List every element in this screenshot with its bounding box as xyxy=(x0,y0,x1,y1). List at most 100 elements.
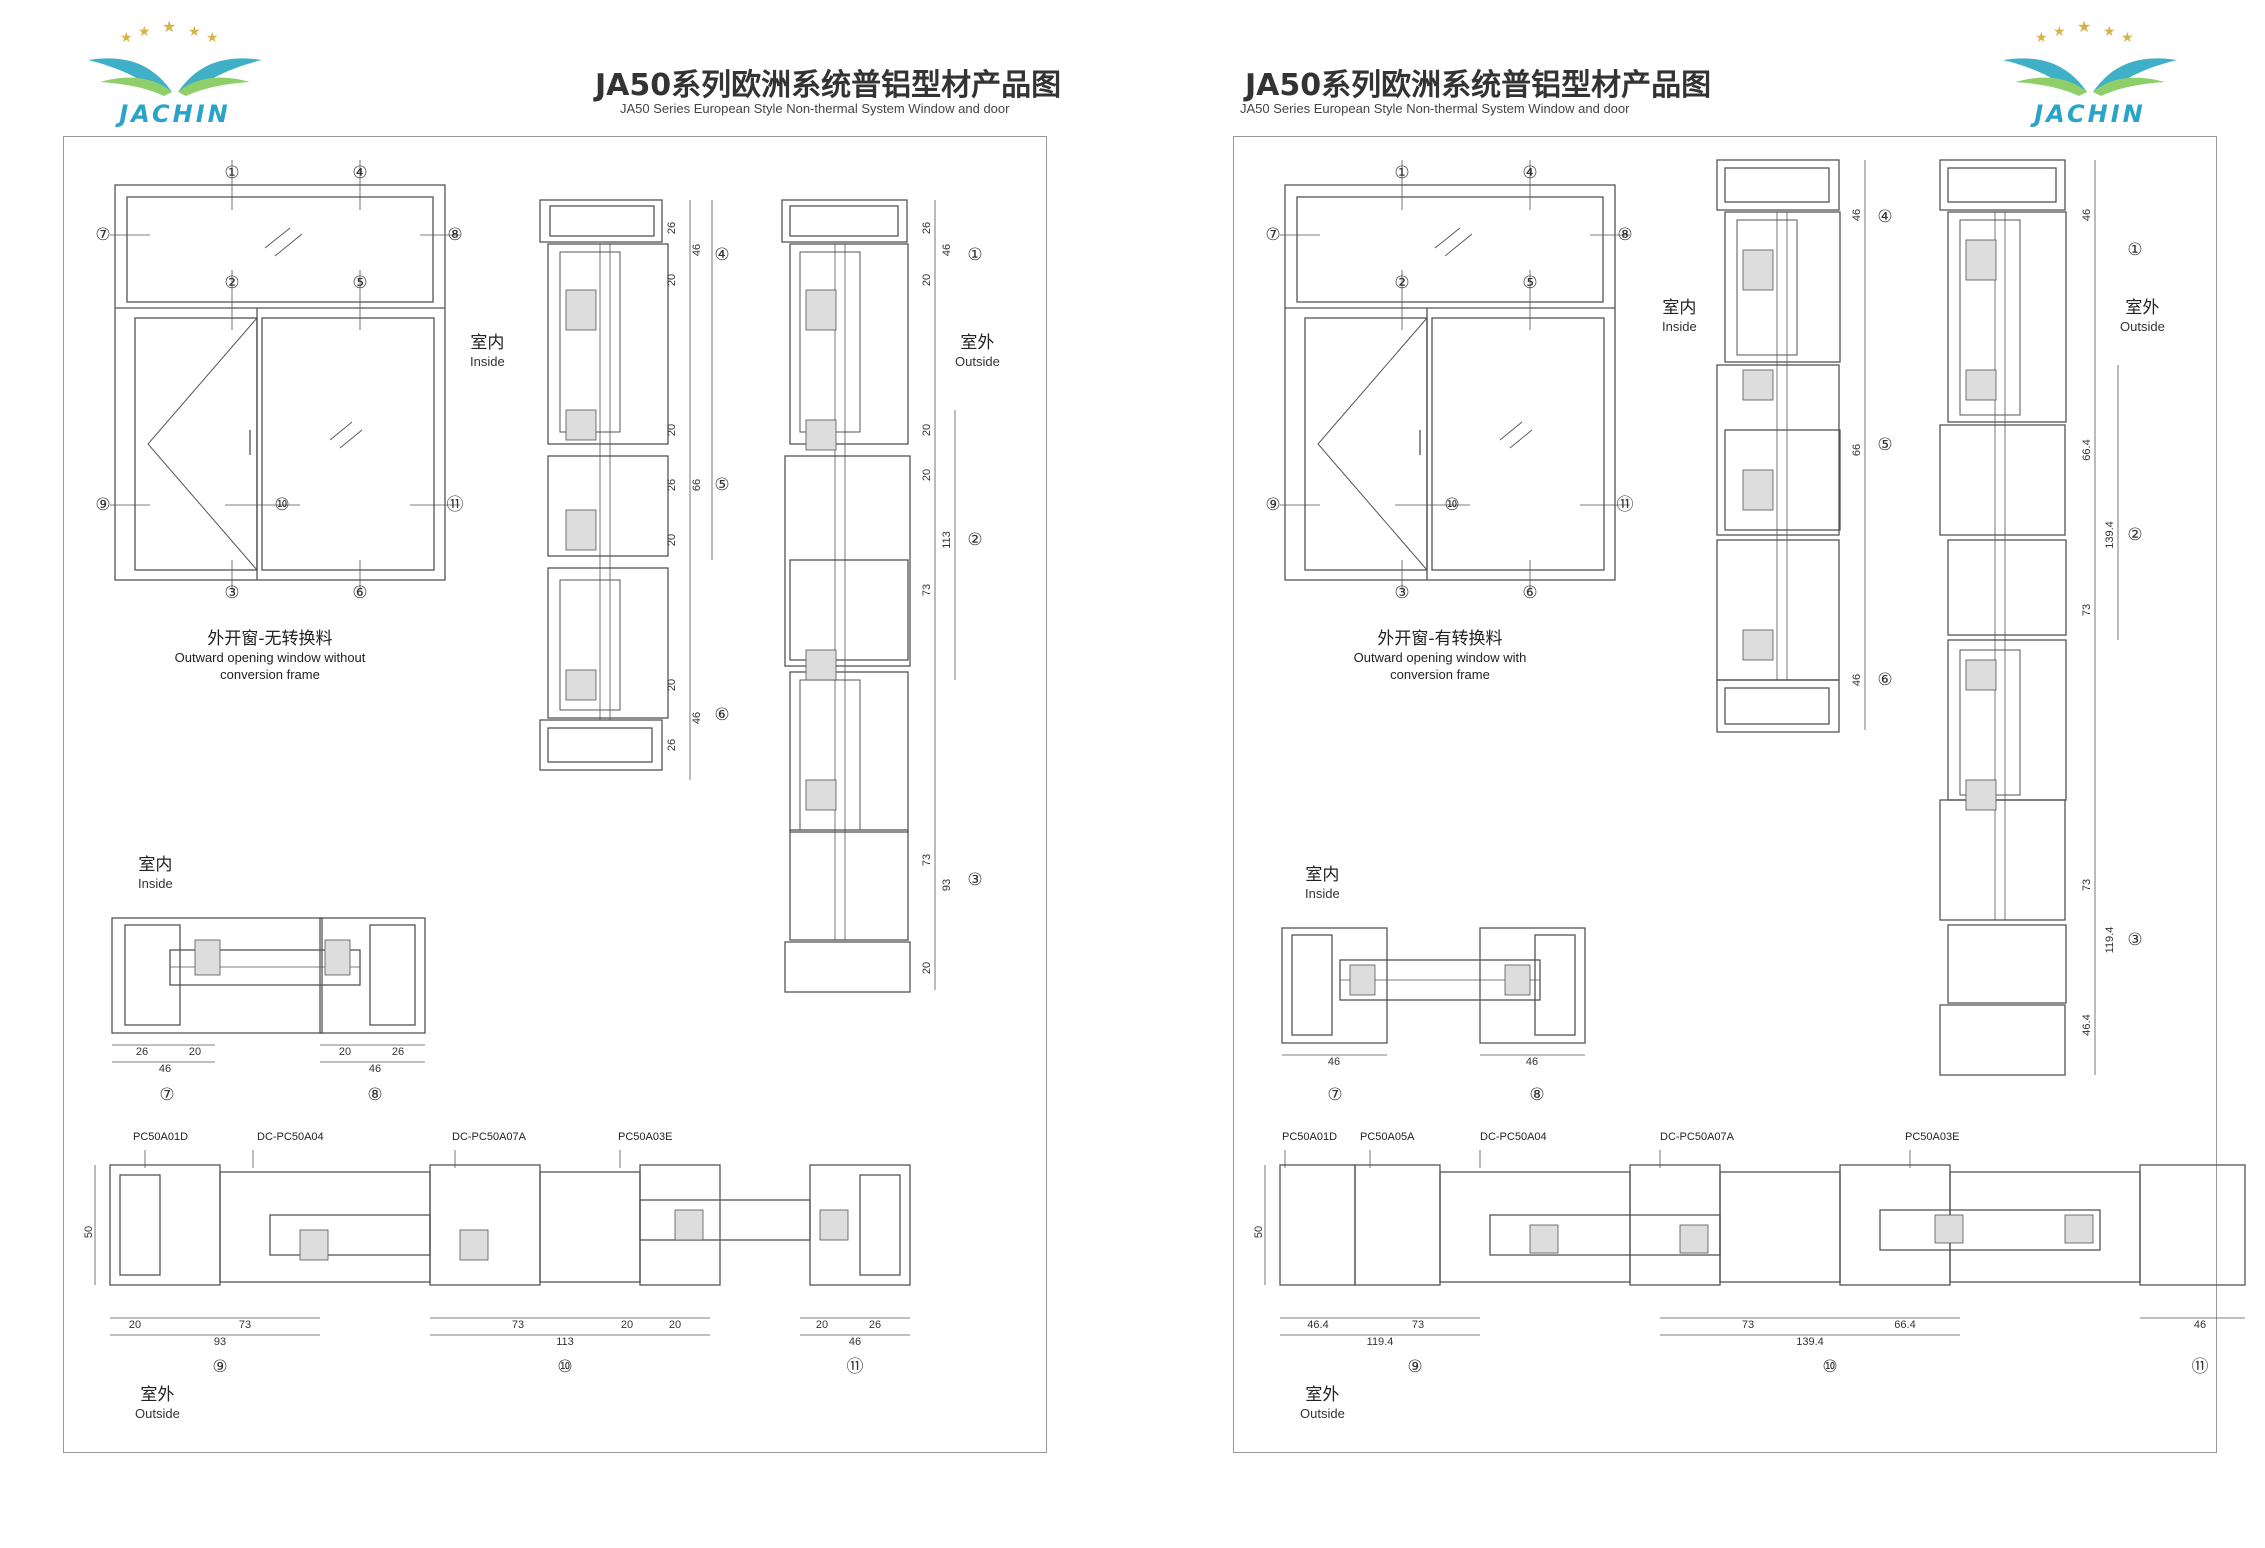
marker-2: ② xyxy=(224,273,239,292)
profile-code: PC50A03E xyxy=(1905,1131,1959,1143)
drawing-left: ① ④ ② ⑤ ③ ⑥ ⑦ ⑧ ⑨ ⑩ ⑪ ④ ⑤ ⑥ ① ② ③ ⑦ ⑧ ⑨ … xyxy=(83,160,983,1376)
page-title: JA50系列欧洲系统普铝型材产品图 xyxy=(595,68,1062,103)
profile-code: DC-PC50A04 xyxy=(1480,1131,1547,1143)
section-a xyxy=(539,199,669,771)
svg-text:★: ★ xyxy=(162,20,176,36)
svg-text:73: 73 xyxy=(2081,604,2093,616)
svg-text:★: ★ xyxy=(120,29,133,45)
svg-text:⑧: ⑧ xyxy=(367,1085,382,1104)
marker-9: ⑨ xyxy=(95,495,110,514)
page-title: JA50系列欧洲系统普铝型材产品图 xyxy=(1245,68,1712,103)
svg-text:73: 73 xyxy=(2081,879,2093,891)
svg-text:⑨: ⑨ xyxy=(212,1357,227,1376)
window-elevation xyxy=(1284,184,1616,581)
svg-text:②: ② xyxy=(1394,273,1409,292)
window-elevation xyxy=(114,184,446,581)
svg-text:73: 73 xyxy=(1742,1319,1754,1331)
svg-text:20: 20 xyxy=(666,534,678,546)
svg-text:73: 73 xyxy=(1412,1319,1424,1331)
svg-text:⑤: ⑤ xyxy=(1522,273,1537,292)
svg-text:113: 113 xyxy=(556,1336,574,1348)
svg-text:②: ② xyxy=(2127,525,2142,544)
svg-text:46: 46 xyxy=(1851,674,1863,686)
svg-text:73: 73 xyxy=(921,854,933,866)
svg-text:93: 93 xyxy=(941,879,953,891)
svg-text:26: 26 xyxy=(666,222,678,234)
section-b xyxy=(1939,159,2067,1076)
svg-text:119.4: 119.4 xyxy=(1367,1336,1394,1348)
bottom-section xyxy=(1279,1164,2246,1286)
jachin-logo-right: ★★ ★★★ JACHIN xyxy=(1995,19,2185,130)
svg-text:⑤: ⑤ xyxy=(1877,435,1892,454)
svg-text:★: ★ xyxy=(188,23,201,39)
profile-code: DC-PC50A07A xyxy=(452,1131,527,1143)
svg-text:139.4: 139.4 xyxy=(1796,1336,1824,1348)
marker-4: ④ xyxy=(352,163,367,182)
section-markers: ① ④ ② ⑤ ③ ⑥ ⑦ ⑧ ⑨ ⑩ ⑪ ④ ⑤ ⑥ ① ② ③ ⑦ ⑧ ⑨ … xyxy=(95,163,982,1376)
profile-code: DC-PC50A04 xyxy=(257,1131,324,1143)
svg-text:113: 113 xyxy=(941,531,953,549)
section-markers: ① ④ ② ⑤ ③ ⑥ ⑦ ⑧ ⑨ ⑩ ⑪ ④ ⑤ ⑥ ① ② ③ ⑦ ⑧ ⑨ … xyxy=(1265,163,2208,1376)
svg-text:③: ③ xyxy=(2127,930,2142,949)
marker-8: ⑧ xyxy=(447,225,462,244)
profile-code: PC50A03E xyxy=(618,1131,672,1143)
logo-text: JACHIN xyxy=(119,100,231,128)
svg-text:20: 20 xyxy=(921,962,933,974)
profile-code: DC-PC50A07A xyxy=(1660,1131,1735,1143)
svg-text:46: 46 xyxy=(849,1336,861,1348)
svg-text:②: ② xyxy=(967,530,982,549)
marker-6: ⑥ xyxy=(352,583,367,602)
svg-text:66: 66 xyxy=(1851,444,1863,456)
svg-text:⑧: ⑧ xyxy=(1617,225,1632,244)
page-subtitle: JA50 Series European Style Non-thermal S… xyxy=(1240,101,1630,116)
window-caption: 外开窗-无转换料 Outward opening window without … xyxy=(174,629,366,682)
svg-text:★: ★ xyxy=(2103,23,2116,39)
svg-text:④: ④ xyxy=(714,245,729,264)
section-a xyxy=(1716,159,1841,733)
svg-text:20: 20 xyxy=(339,1046,351,1058)
svg-text:46: 46 xyxy=(2194,1319,2206,1331)
svg-text:20: 20 xyxy=(816,1319,828,1331)
drawing-sheet-left xyxy=(63,136,1047,1453)
profile-code: PC50A05A xyxy=(1360,1131,1415,1143)
window-caption: 外开窗-有转换料 Outward opening window with con… xyxy=(1353,629,1527,682)
svg-text:66: 66 xyxy=(691,479,703,491)
page-subtitle: JA50 Series European Style Non-thermal S… xyxy=(620,101,1010,116)
svg-text:20: 20 xyxy=(666,274,678,286)
svg-text:⑪: ⑪ xyxy=(2192,1357,2209,1376)
svg-text:③: ③ xyxy=(1394,583,1409,602)
svg-text:46.4: 46.4 xyxy=(1307,1319,1328,1331)
svg-text:46: 46 xyxy=(1851,209,1863,221)
marker-10: ⑩ xyxy=(274,495,289,514)
marker-3: ③ xyxy=(224,583,239,602)
svg-text:46: 46 xyxy=(2081,209,2093,221)
svg-text:20: 20 xyxy=(669,1319,681,1331)
svg-text:20: 20 xyxy=(621,1319,633,1331)
section-b xyxy=(781,199,911,993)
svg-text:46: 46 xyxy=(691,244,703,256)
svg-text:73: 73 xyxy=(512,1319,524,1331)
jachin-logo-left: ★★ ★★★ JACHIN xyxy=(80,19,270,130)
svg-text:★: ★ xyxy=(2077,20,2091,36)
svg-text:93: 93 xyxy=(214,1336,226,1348)
svg-text:26: 26 xyxy=(921,222,933,234)
svg-text:46.4: 46.4 xyxy=(2081,1014,2093,1035)
drawing-sheet-right xyxy=(1233,136,2217,1453)
svg-text:⑧: ⑧ xyxy=(1529,1085,1544,1104)
svg-text:⑤: ⑤ xyxy=(714,475,729,494)
svg-text:139.4: 139.4 xyxy=(2104,521,2116,549)
svg-text:⑪: ⑪ xyxy=(847,1357,864,1376)
svg-text:46: 46 xyxy=(369,1063,381,1075)
svg-text:119.4: 119.4 xyxy=(2104,927,2116,954)
bottom-section xyxy=(109,1164,911,1286)
svg-text:66.4: 66.4 xyxy=(2081,439,2093,460)
svg-text:⑩: ⑩ xyxy=(1822,1357,1837,1376)
detail-7-8 xyxy=(1281,927,1586,1044)
svg-text:20: 20 xyxy=(921,274,933,286)
